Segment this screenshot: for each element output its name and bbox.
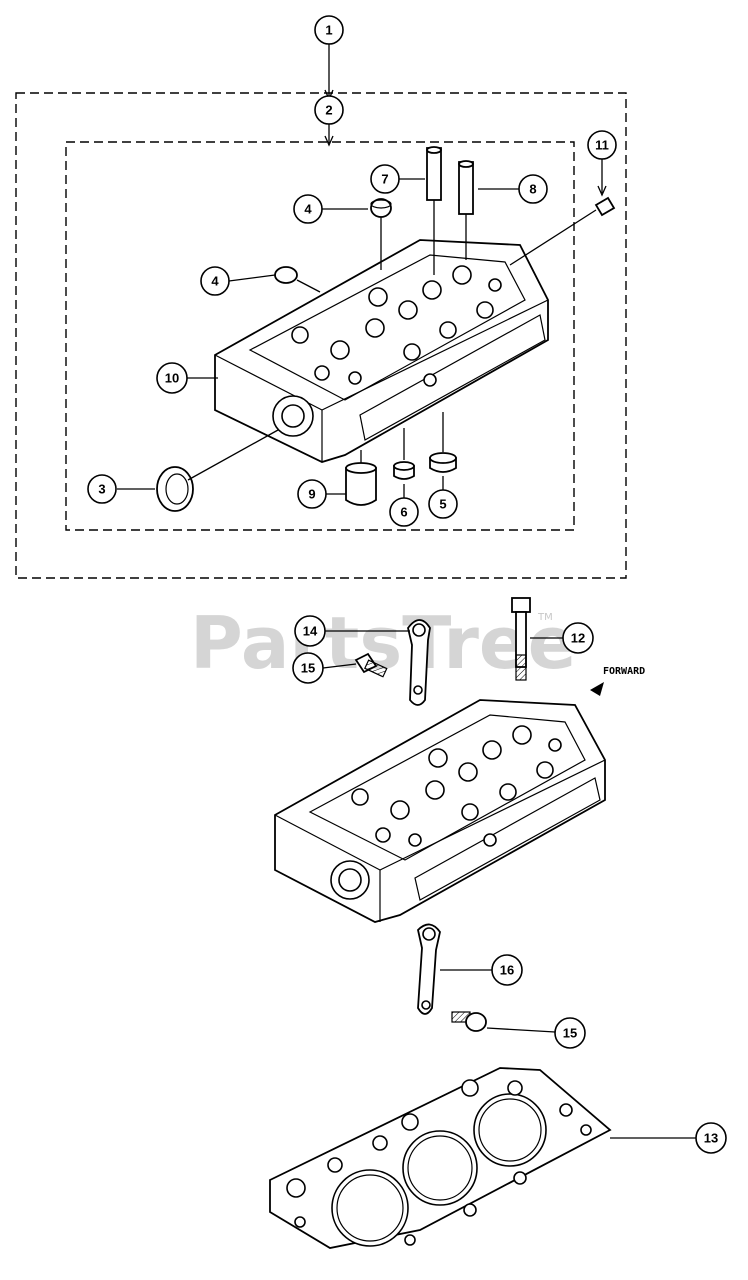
callout-16: 16 bbox=[491, 954, 523, 986]
bracket-14 bbox=[407, 619, 431, 706]
cylinder-head-lower bbox=[274, 699, 606, 923]
assembly-box-inner bbox=[65, 141, 575, 531]
svg-text:3: 3 bbox=[98, 482, 105, 497]
forward-arrow-icon bbox=[590, 682, 604, 696]
forward-label: FORWARD bbox=[603, 666, 645, 677]
leader-lines bbox=[117, 44, 696, 1139]
svg-text:15: 15 bbox=[301, 661, 315, 676]
svg-text:4: 4 bbox=[304, 202, 312, 217]
callout-6: 6 bbox=[389, 497, 419, 527]
callout-8: 8 bbox=[518, 174, 548, 204]
svg-text:8: 8 bbox=[529, 182, 536, 197]
svg-text:14: 14 bbox=[303, 624, 318, 639]
callout-5: 5 bbox=[428, 489, 458, 519]
svg-text:13: 13 bbox=[704, 1131, 718, 1146]
svg-text:5: 5 bbox=[439, 497, 446, 512]
callout-9: 9 bbox=[297, 479, 327, 509]
callout-11: 11 bbox=[587, 130, 617, 160]
callout-4-side: 4 bbox=[200, 266, 230, 296]
bolt-15-lower bbox=[451, 1011, 487, 1032]
callout-4-top: 4 bbox=[293, 194, 323, 224]
valve-guide-8 bbox=[458, 160, 474, 260]
callout-7: 7 bbox=[370, 164, 400, 194]
cylinder-head-upper bbox=[214, 239, 549, 463]
svg-text:16: 16 bbox=[500, 963, 514, 978]
callout-12: 12 bbox=[562, 622, 594, 654]
plug-11 bbox=[594, 196, 616, 217]
callout-13: 13 bbox=[695, 1122, 727, 1154]
svg-text:15: 15 bbox=[563, 1026, 577, 1041]
ring-6 bbox=[393, 428, 415, 480]
callout-3: 3 bbox=[87, 474, 117, 504]
svg-text:9: 9 bbox=[308, 487, 315, 502]
svg-text:2: 2 bbox=[325, 103, 332, 118]
ring-5 bbox=[429, 412, 457, 473]
svg-text:6: 6 bbox=[400, 505, 407, 520]
cup-9 bbox=[345, 450, 377, 506]
callout-10: 10 bbox=[156, 362, 188, 394]
svg-text:12: 12 bbox=[571, 631, 585, 646]
bracket-16 bbox=[417, 923, 441, 1015]
watermark-trademark: TM bbox=[537, 612, 553, 623]
head-gasket-13 bbox=[269, 1067, 612, 1249]
callout-14: 14 bbox=[294, 615, 326, 647]
svg-text:4: 4 bbox=[211, 274, 219, 289]
valve-guide-7 bbox=[426, 146, 442, 275]
callout-2: 2 bbox=[314, 95, 344, 125]
svg-text:7: 7 bbox=[381, 172, 388, 187]
plug-4-side bbox=[274, 266, 321, 293]
seal-3 bbox=[156, 466, 194, 512]
svg-text:10: 10 bbox=[165, 371, 179, 386]
plug-4-top bbox=[370, 198, 392, 270]
callout-15-upper: 15 bbox=[292, 652, 324, 684]
bolt-15-upper bbox=[354, 652, 388, 678]
callout-1: 1 bbox=[314, 15, 344, 45]
assembly-box-outer bbox=[15, 92, 627, 579]
svg-text:1: 1 bbox=[325, 23, 332, 38]
svg-text:11: 11 bbox=[595, 138, 609, 153]
callout-15-lower: 15 bbox=[554, 1017, 586, 1049]
bolt-12 bbox=[511, 597, 531, 681]
